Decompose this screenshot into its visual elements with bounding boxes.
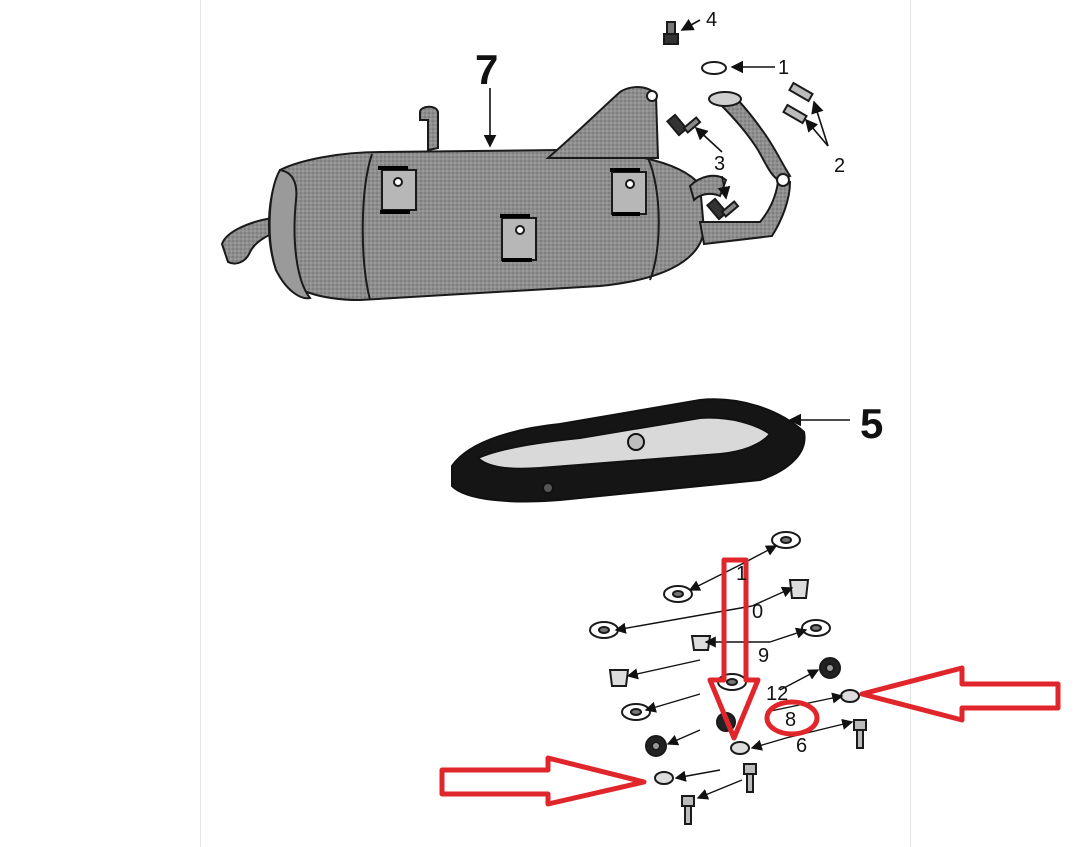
red-arrow-left-icon [859, 665, 1061, 723]
red-annotations [439, 557, 1061, 807]
muffler [220, 86, 706, 302]
muffler-top-bracket [419, 105, 439, 152]
callout-11: 1 [736, 563, 747, 585]
studs-part-2 [782, 81, 814, 125]
red-arrow-down-icon [707, 557, 761, 741]
clamp [381, 169, 417, 211]
callout-2: 2 [834, 155, 845, 177]
callout-7: 7 [475, 46, 498, 93]
muffler-small-parts [663, 21, 814, 221]
heat-shield [451, 398, 806, 503]
bolts-part-3 [665, 113, 740, 221]
callout-4: 4 [706, 9, 717, 31]
clamp [611, 171, 647, 215]
red-circle-icon [764, 699, 820, 737]
muffler-seam [361, 153, 373, 301]
leader-lines-top [483, 18, 829, 200]
clamp [501, 217, 537, 261]
heat-shield-bolt-hole [627, 433, 645, 451]
callout-5: 5 [860, 400, 883, 447]
right-page-edge [910, 0, 911, 847]
callout-3: 3 [714, 153, 725, 175]
callout-12: 12 [766, 683, 788, 705]
muffler-seam-rear [647, 157, 660, 281]
callout-9: 9 [758, 645, 769, 667]
muffler-fin [545, 86, 660, 159]
bolt-part-4 [663, 21, 679, 45]
left-page-edge [200, 0, 201, 847]
muffler-end-cap [268, 168, 312, 300]
exhaust-header-pipe [688, 91, 792, 246]
callout-8: 8 [785, 709, 796, 731]
red-arrow-right-icon [439, 755, 647, 807]
callout-1: 1 [778, 57, 789, 79]
gasket-part-1 [701, 61, 727, 75]
heat-shield-inner [476, 416, 772, 470]
heat-shield-bolt-hole [542, 482, 554, 494]
leader-lines-bottom [614, 545, 854, 800]
callout-10: 0 [752, 601, 763, 623]
callout-6: 6 [796, 735, 807, 757]
